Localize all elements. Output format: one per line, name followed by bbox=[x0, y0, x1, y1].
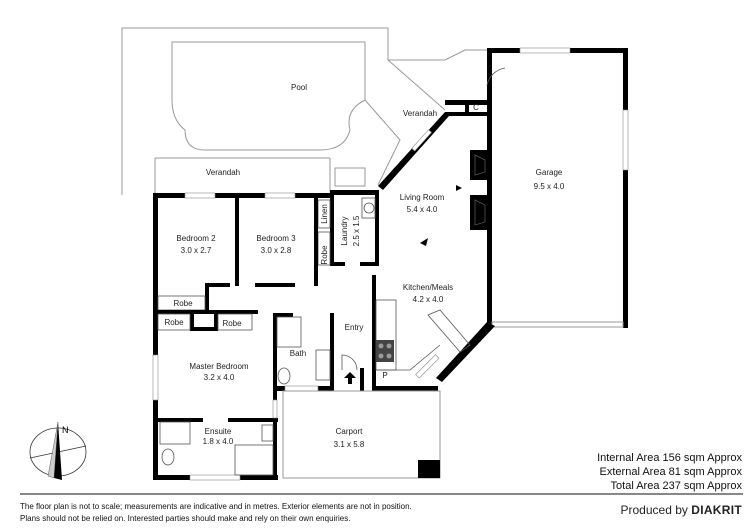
producer-credit: Produced by DIAKRIT bbox=[621, 503, 743, 517]
disclaimer: The floor plan is not to scale; measurem… bbox=[20, 501, 412, 525]
carport-outline bbox=[282, 390, 441, 479]
room-label-ensuite: Ensuite bbox=[205, 427, 232, 436]
disclaimer-line-1: The floor plan is not to scale; measurem… bbox=[20, 502, 412, 511]
room-label-bedroom2: Bedroom 2 bbox=[176, 234, 216, 243]
produced-by-text: Produced by bbox=[620, 503, 688, 517]
room-label-bedroom3: Bedroom 3 bbox=[256, 234, 296, 243]
room-label-closet: C bbox=[473, 103, 479, 112]
room-size-carport: 3.1 x 5.8 bbox=[334, 440, 365, 449]
living-kitchen-walls bbox=[372, 100, 495, 391]
room-size-kitchen: 4.2 x 4.0 bbox=[413, 295, 444, 304]
room-label-carport: Carport bbox=[336, 427, 363, 436]
room-label-robe: Robe bbox=[173, 299, 193, 308]
room-label-verandah: Verandah bbox=[206, 168, 240, 177]
room-label-bath: Bath bbox=[290, 349, 306, 358]
room-size-bedroom3: 3.0 x 2.8 bbox=[261, 246, 292, 255]
room-size-garage: 9.5 x 4.0 bbox=[534, 182, 565, 191]
room-size-laundry: 2.5 x 1.5 bbox=[352, 215, 361, 246]
room-label-entry: Entry bbox=[345, 323, 364, 332]
external-area: External Area 81 sqm Approx bbox=[599, 466, 742, 478]
total-area: Total Area 237 sqm Approx bbox=[610, 480, 742, 492]
room-label-living: Living Room bbox=[400, 193, 445, 202]
room-size-living: 5.4 x 4.0 bbox=[407, 205, 438, 214]
room-label-master: Master Bedroom bbox=[189, 362, 248, 371]
room-label-garage: Garage bbox=[536, 168, 563, 177]
bedroom-walls bbox=[152, 192, 333, 481]
room-label-linen: Linen bbox=[320, 204, 329, 224]
room-size-ensuite: 1.8 x 4.0 bbox=[203, 437, 234, 446]
room-label-pantry: P bbox=[382, 371, 387, 380]
pool-deck-outline bbox=[121, 27, 490, 195]
room-label-pool: Pool bbox=[291, 83, 307, 92]
room-label-laundry: Laundry bbox=[340, 217, 349, 246]
compass-icon: N bbox=[29, 421, 87, 480]
disclaimer-line-2: Plans should not be relied on. Intereste… bbox=[20, 514, 351, 523]
brand-logo: DIAKRIT bbox=[691, 503, 742, 517]
internal-area: Internal Area 156 sqm Approx bbox=[597, 452, 742, 464]
room-label-robe: Robe bbox=[320, 245, 329, 265]
room-label-robe: Robe bbox=[164, 318, 184, 327]
room-label-verandah: Verandah bbox=[403, 109, 437, 118]
room-size-bedroom2: 3.0 x 2.7 bbox=[181, 246, 212, 255]
room-label-kitchen: Kitchen/Meals bbox=[403, 283, 453, 292]
footer-divider bbox=[20, 493, 743, 495]
compass-north-label: N bbox=[62, 425, 69, 435]
room-size-master: 3.2 x 4.0 bbox=[204, 373, 235, 382]
room-label-robe: Robe bbox=[222, 319, 242, 328]
bath-entry-walls bbox=[273, 313, 364, 392]
area-summary: Internal Area 156 sqm Approx External Ar… bbox=[597, 451, 742, 493]
